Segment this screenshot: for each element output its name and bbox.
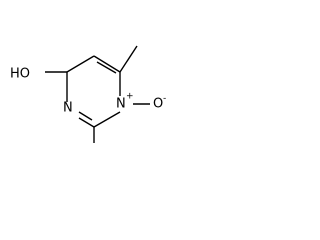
oxide-oxygen-label: O [153, 97, 163, 112]
nitrogen-charge-label: + [126, 92, 134, 102]
ring-nitrogen-label: N [63, 101, 73, 116]
hydroxyl-label: HO [10, 67, 30, 82]
bond-c2-n3 [78, 117, 95, 128]
bond-c2-n3-inner [78, 111, 93, 121]
bond-c5-c6 [93, 55, 121, 73]
bond-c5-c6-inner [96, 61, 117, 74]
ring-nitrogen-oxide-label: N [116, 97, 126, 112]
bond-c6-methyl [119, 45, 138, 73]
bond-n1-c2 [93, 111, 121, 128]
oxide-charge-label: - [163, 94, 166, 104]
pyrimidine-n-oxide-structure: HO N N + O - [10, 45, 166, 143]
bond-c4-c5 [66, 55, 95, 73]
